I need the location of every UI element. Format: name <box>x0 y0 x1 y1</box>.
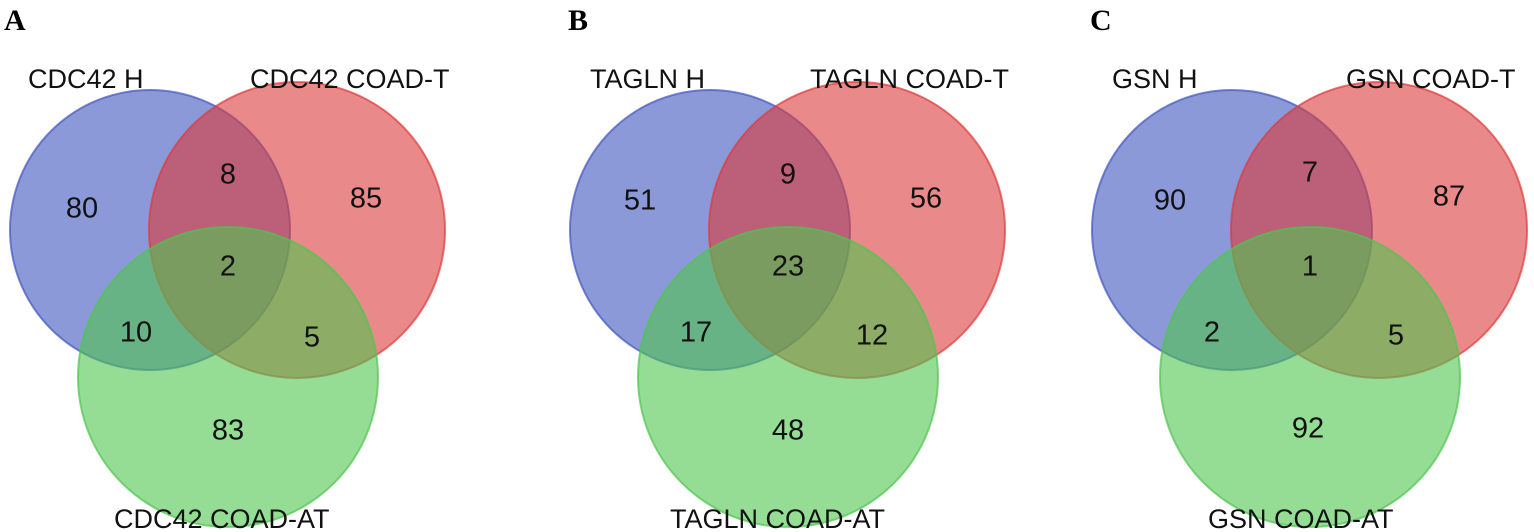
count-set2-set3: 5 <box>1388 320 1404 352</box>
count-set1-set3: 10 <box>120 317 152 349</box>
set3-circle <box>637 226 939 528</box>
set3-circle <box>77 226 379 528</box>
set3-label: GSN COAD-AT <box>1208 504 1394 532</box>
panel-a: A CDC42 H CDC42 COAD-T CDC42 COAD-AT 80 … <box>4 4 450 532</box>
set3-label: TAGLN COAD-AT <box>670 504 885 532</box>
count-set2-only: 85 <box>350 183 382 215</box>
count-set1-only: 80 <box>66 193 98 225</box>
set1-label: GSN H <box>1112 64 1198 94</box>
count-set3-only: 48 <box>772 415 804 447</box>
count-set1-set2: 7 <box>1302 157 1318 189</box>
set3-circle <box>1159 226 1461 528</box>
count-set1-set3: 2 <box>1204 317 1220 349</box>
panel-letter: A <box>4 4 26 37</box>
set2-label: GSN COAD-T <box>1346 64 1516 94</box>
set2-label: TAGLN COAD-T <box>810 64 1009 94</box>
count-set2-set3: 5 <box>304 322 320 354</box>
count-set3-only: 83 <box>212 415 244 447</box>
count-set2-set3: 12 <box>856 320 888 352</box>
set2-label: CDC42 COAD-T <box>250 64 450 94</box>
panel-letter: C <box>1090 4 1112 37</box>
panel-c: C GSN H GSN COAD-T GSN COAD-AT 90 87 92 … <box>1090 4 1528 532</box>
set3-label: CDC42 COAD-AT <box>114 504 330 532</box>
panel-b: B TAGLN H TAGLN COAD-T TAGLN COAD-AT 51 … <box>568 4 1009 532</box>
count-set1-only: 51 <box>624 185 656 217</box>
count-all-three: 1 <box>1302 251 1318 283</box>
count-set1-set2: 9 <box>780 159 796 191</box>
set1-label: TAGLN H <box>590 64 705 94</box>
count-all-three: 2 <box>220 251 236 283</box>
count-set2-only: 87 <box>1433 181 1465 213</box>
count-set1-only: 90 <box>1154 185 1186 217</box>
count-set3-only: 92 <box>1292 413 1324 445</box>
set1-label: CDC42 H <box>28 64 144 94</box>
count-set2-only: 56 <box>910 183 942 215</box>
count-set1-set2: 8 <box>220 159 236 191</box>
panel-letter: B <box>568 4 588 37</box>
count-all-three: 23 <box>772 251 804 283</box>
count-set1-set3: 17 <box>680 317 712 349</box>
